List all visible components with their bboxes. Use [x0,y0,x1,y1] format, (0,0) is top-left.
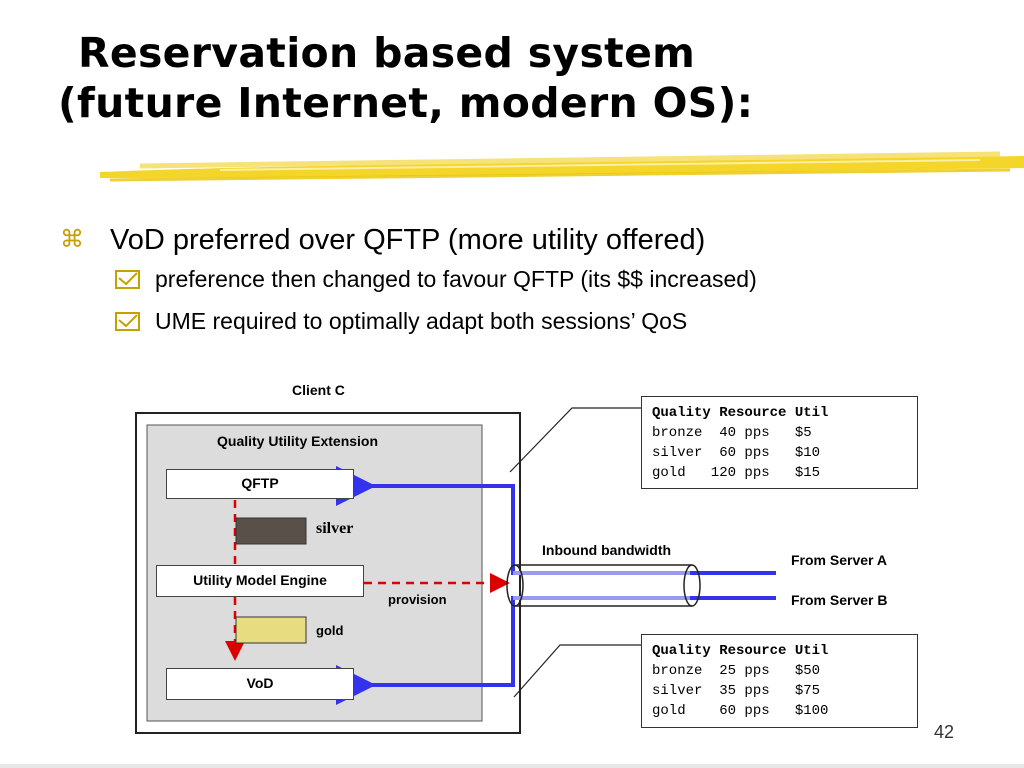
table-row: silver 60 pps $10 [652,445,821,461]
provision-label: provision [388,592,447,607]
sub-bullet-item-1: preference then changed to favour QFTP (… [60,262,757,304]
table-top-header: Quality Resource Util [652,405,829,421]
table-row: gold 120 pps $15 [652,465,821,481]
silver-level-bar [235,517,307,545]
vod-box: VoD [166,668,354,700]
inbound-bandwidth-label: Inbound bandwidth [542,542,672,558]
callout-line-top [509,407,642,473]
qftp-box: QFTP [166,469,354,499]
silver-label: silver [316,520,354,537]
bandwidth-pipe [515,564,692,607]
command-key-bullet-icon: ⌘ [60,226,84,253]
slide-title: Reservation based system (future Interne… [58,28,753,128]
utility-table-top: Quality Resource Util bronze 40 pps $5 s… [641,396,918,489]
table-row: gold 60 pps $100 [652,703,829,719]
extension-label: Quality Utility Extension [217,433,379,449]
slide-title-line-1: Reservation based system [78,29,696,77]
utility-table-bottom: Quality Resource Util bronze 25 pps $50 … [641,634,918,728]
sub-bullet-item-2: UME required to optimally adapt both ses… [60,304,757,346]
slide-title-line-2: (future Internet, modern OS): [58,79,754,127]
gold-level-bar [235,616,307,644]
bullet-list: ⌘ VoD preferred over QFTP (more utility … [60,220,757,346]
server-a-label: From Server A [791,552,887,568]
title-highlight-stroke [100,151,1024,182]
sub-bullet-text-2: UME required to optimally adapt both ses… [155,308,688,334]
checkbox-bullet-icon [115,270,140,289]
table-bottom-header: Quality Resource Util [652,643,829,659]
client-c-label: Client C [292,382,345,398]
utility-model-engine-box: Utility Model Engine [156,565,364,597]
bandwidth-pipe-left-end [506,564,524,607]
bandwidth-pipe-right-end [683,564,701,607]
bullet-text-main: VoD preferred over QFTP (more utility of… [110,224,706,256]
callout-line-bottom [513,644,642,698]
footer-divider [0,764,1024,768]
table-row: bronze 40 pps $5 [652,425,812,441]
table-row: bronze 25 pps $50 [652,663,821,679]
server-b-label: From Server B [791,592,888,608]
table-row: silver 35 pps $75 [652,683,821,699]
gold-label: gold [316,623,344,638]
page-number: 42 [934,722,955,742]
checkbox-bullet-icon [115,312,140,331]
bullet-item-main: ⌘ VoD preferred over QFTP (more utility … [60,220,757,262]
sub-bullet-text-1: preference then changed to favour QFTP (… [155,266,757,292]
